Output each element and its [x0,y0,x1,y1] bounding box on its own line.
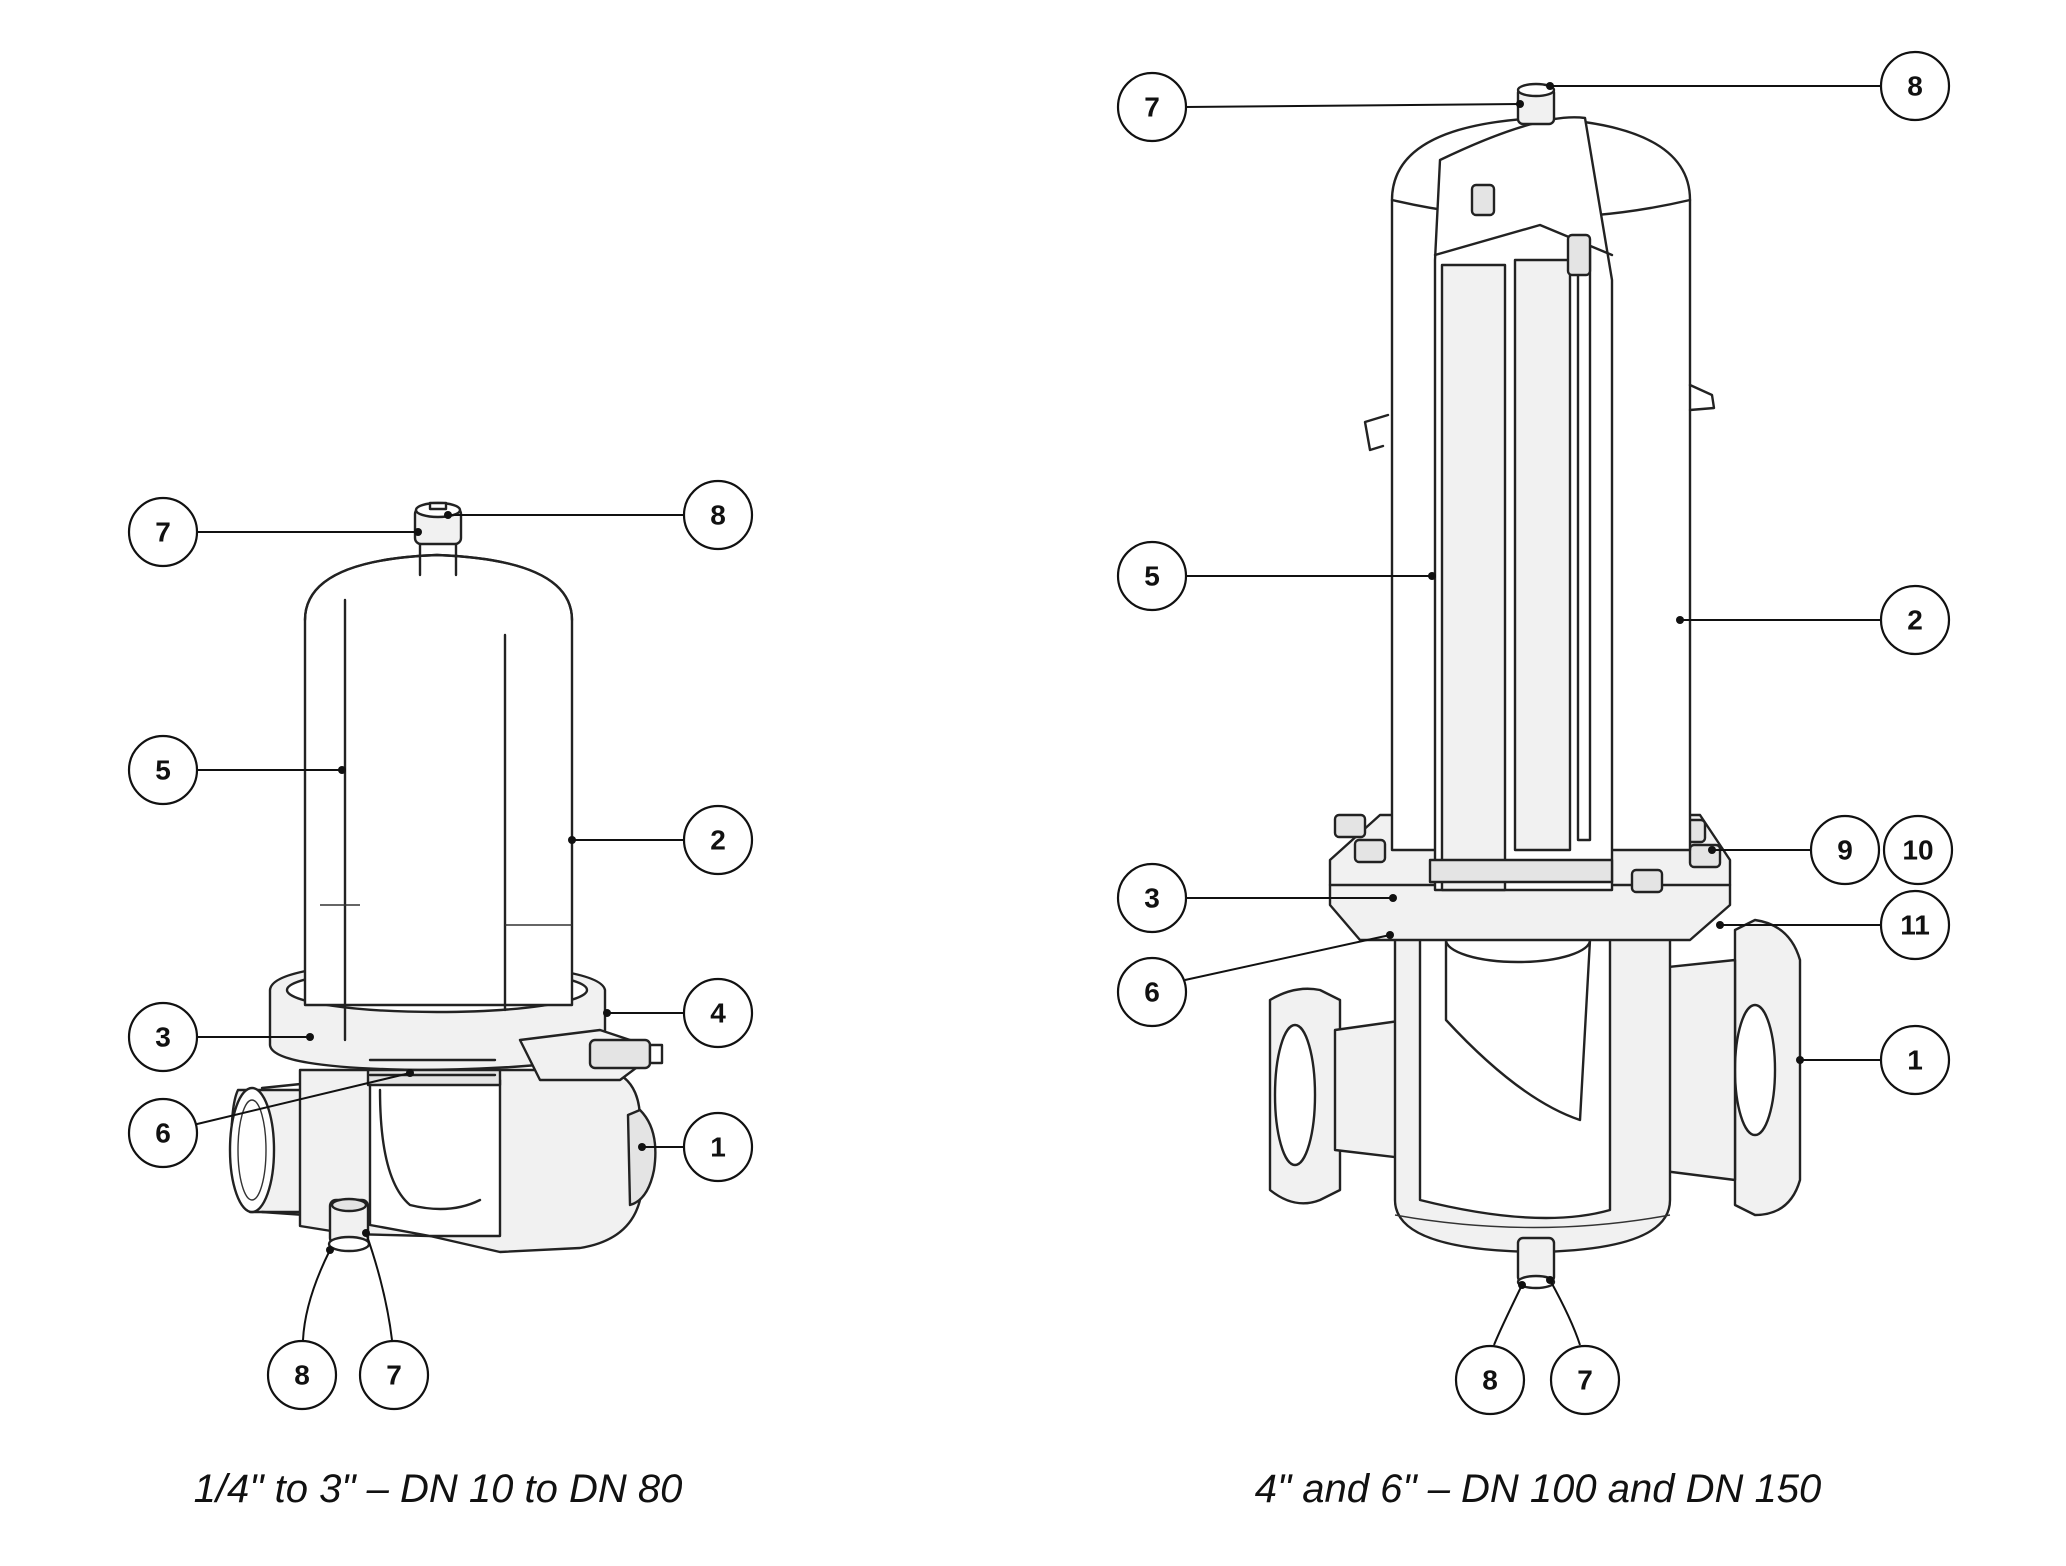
callout-right-6-label: 6 [1144,977,1160,1008]
callout-right-8-bottom: 8 [1454,1281,1526,1416]
callout-left-8-bottom: 8 [266,1246,338,1411]
callout-left-7-top: 7 [127,496,422,568]
callout-right-10: 10 [1882,814,1954,886]
callout-right-7-top-label: 7 [1144,92,1160,123]
callout-right-2: 2 [1676,584,1951,656]
callout-right-5: 5 [1116,540,1436,612]
callout-right-3: 3 [1116,862,1397,934]
bolts [1333,813,1722,894]
callout-left-6-label: 6 [155,1118,171,1149]
callout-right-1-label: 1 [1907,1045,1923,1076]
callout-right-8-bottom-label: 8 [1482,1365,1498,1396]
callout-right-6: 6 [1116,931,1394,1028]
callout-left-4-label: 4 [710,998,726,1029]
callout-right-1: 1 [1796,1024,1951,1096]
caption-left: 1/4" to 3" – DN 10 to DN 80 [194,1467,683,1511]
callout-left-4: 4 [603,977,754,1049]
callout-right-7-bottom: 7 [1546,1276,1621,1416]
callout-right-3-label: 3 [1144,883,1160,914]
right-callouts: 7 8 5 2 3 9 [1116,50,1954,1416]
callout-right-7-top: 7 [1116,71,1524,143]
callout-left-8-top: 8 [444,479,754,551]
callout-right-9-label: 9 [1837,835,1853,866]
callout-right-10-label: 10 [1902,835,1933,866]
callout-left-2-label: 2 [710,825,726,856]
caption-right: 4" and 6" – DN 100 and DN 150 [1255,1467,1822,1511]
callout-right-11: 11 [1716,889,1951,961]
callout-left-7-bottom-label: 7 [386,1360,402,1391]
callout-left-3: 3 [127,1001,314,1073]
callout-left-8-top-label: 8 [710,500,726,531]
callout-left-1: 1 [638,1111,754,1183]
callout-left-3-label: 3 [155,1022,171,1053]
callout-right-9: 9 [1708,814,1881,886]
callout-right-8-top: 8 [1546,50,1951,122]
callout-right-8-top-label: 8 [1907,71,1923,102]
callout-right-7-bottom-label: 7 [1577,1365,1593,1396]
callout-left-7-top-label: 7 [155,517,171,548]
callout-left-6: 6 [127,1069,414,1169]
callout-left-2: 2 [568,804,754,876]
large-housing-illustration [1268,82,1802,1290]
callout-left-7-bottom: 7 [358,1229,430,1411]
callout-right-11-label: 11 [1900,910,1930,941]
callout-left-5-label: 5 [155,755,171,786]
left-callouts: 7 8 5 2 3 4 [127,479,754,1411]
callout-left-8-bottom-label: 8 [294,1360,310,1391]
callout-right-2-label: 2 [1907,605,1923,636]
small-housing-illustration [228,501,664,1254]
callout-left-1-label: 1 [710,1132,726,1163]
callout-right-5-label: 5 [1144,561,1160,592]
callout-left-5: 5 [127,734,346,806]
